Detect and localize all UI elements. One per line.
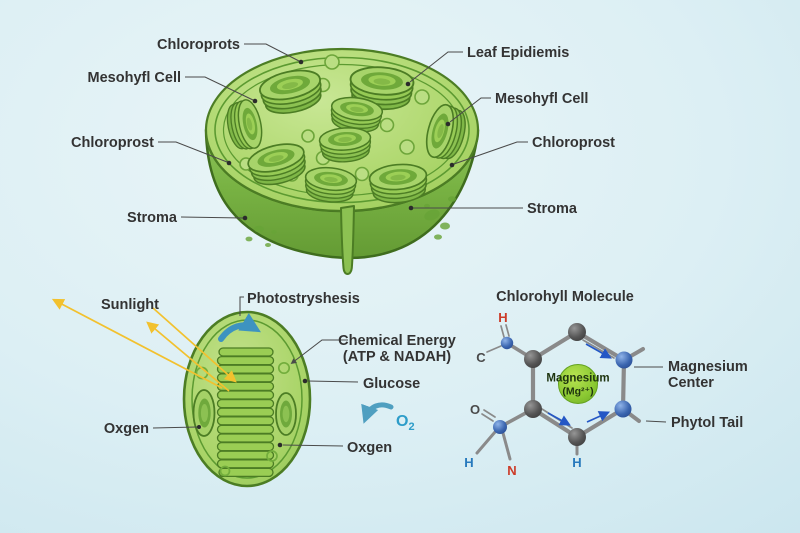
- cell-membrane-ring-outer: [214, 56, 470, 204]
- cell-drip-tail: [340, 205, 355, 275]
- leader-mesohyfl-left: [185, 76, 254, 101]
- label-mesohyfl-cell-right: Mesohyfl Cell: [495, 91, 588, 107]
- label-chemical-energy-line1: Chemical Energy: [338, 333, 456, 349]
- leader-chemical-energy: [290, 339, 348, 365]
- carbon-atom: [524, 400, 542, 418]
- label-oxgen-right: Oxgen: [347, 440, 392, 456]
- nitrogen-atom: [493, 420, 507, 434]
- carbon-atom: [568, 323, 586, 341]
- sunlight-ray-icon: [146, 321, 230, 392]
- thylakoid-stack: [216, 347, 275, 478]
- stroma-spots: [239, 196, 456, 247]
- leader-glucose: [307, 380, 359, 383]
- o2-release-arrow-icon: [361, 402, 394, 424]
- resonance-arrow-icon: [585, 343, 612, 359]
- label-glucose: Glucose: [363, 376, 420, 392]
- leader-oxgen-left: [152, 426, 198, 429]
- cell-illustration: [204, 47, 480, 275]
- label-chloroprost-right: Chloroprost: [532, 135, 615, 151]
- atom-label-c-left: C: [476, 350, 486, 365]
- carbon-atom: [568, 428, 586, 446]
- resonance-arrow-icon: [586, 411, 611, 423]
- leader-mesohyfl-right: [449, 97, 491, 123]
- nitrogen-atom: [500, 336, 514, 350]
- label-stroma-right: Stroma: [527, 201, 578, 217]
- label-photostryshesis: Photostryshesis: [247, 291, 360, 307]
- label-stroma-left: Stroma: [127, 210, 178, 226]
- leader-oxgen-right: [282, 444, 344, 447]
- chloroplast-illustration: [182, 310, 312, 488]
- label-oxgen-left: Oxgen: [104, 421, 149, 437]
- sunlight-ray-icon: [51, 298, 223, 389]
- molecule-leader-lines: [634, 366, 667, 423]
- flow-arrow-icon: [218, 312, 262, 342]
- photosynthesis-leader-lines: [152, 296, 359, 448]
- atom-label-o-left: O: [470, 402, 480, 417]
- leader-photostryshesis: [239, 296, 244, 316]
- sunlight-rays: [51, 298, 237, 392]
- molecule-diagram: Chlorohyll Molecule: [464, 289, 747, 478]
- molecule-atoms: [493, 323, 633, 446]
- cell-leader-lines: [158, 43, 528, 221]
- resonance-arrows: [547, 343, 612, 426]
- label-phytol-tail: Phytol Tail: [671, 415, 743, 431]
- atom-label-n-bottom: N: [507, 463, 516, 478]
- label-magnesium-center-line1: Magnesium: [668, 359, 748, 375]
- leader-chloroprots: [244, 43, 300, 62]
- magnesium-center: Magnesium (Mg²⁺): [546, 364, 610, 404]
- atom-label-h-bottom-center: H: [572, 455, 581, 470]
- atom-label-h-bottom-left: H: [464, 455, 473, 470]
- label-leaf-epidiemis: Leaf Epidiemis: [467, 45, 569, 61]
- molecule-title: Chlorohyll Molecule: [496, 289, 634, 305]
- label-mesohyfl-cell-left: Mesohyfl Cell: [88, 70, 181, 86]
- leader-chloroprost-right: [453, 141, 528, 165]
- nitrogen-atom: [615, 351, 633, 369]
- resonance-arrow-icon: [547, 412, 571, 426]
- photosynthesis-diagram: Sunlight Photostryshesis Chemical Energy…: [51, 291, 456, 488]
- leader-phytol-tail: [645, 420, 667, 423]
- sunlight-ray-icon: [152, 307, 237, 383]
- label-o2: O: [396, 413, 408, 430]
- label-chloroprost-left: Chloroprost: [71, 135, 154, 151]
- atom-label-h-top: H: [498, 310, 507, 325]
- label-magnesium-center-line2: Center: [668, 375, 714, 391]
- carbon-atom: [524, 350, 542, 368]
- granum-cross-section-left: [192, 389, 216, 437]
- magnesium-label-line2: (Mg²⁺): [562, 386, 593, 398]
- granum-cross-section-right: [275, 392, 297, 436]
- leader-stroma-left: [180, 216, 244, 219]
- label-chloroprots: Chloroprots: [157, 37, 240, 53]
- label-sunlight: Sunlight: [101, 297, 159, 313]
- magnesium-label-line1: Magnesium: [546, 373, 609, 385]
- leader-chloroprost-left: [158, 141, 228, 163]
- cell-diagram: Chloroprots Mesohyfl Cell Chloroprost St…: [71, 37, 615, 275]
- label-chemical-energy-line2: (ATP & NADAH): [343, 349, 451, 365]
- nitrogen-atom: [614, 400, 632, 418]
- leader-leaf-epidiemis: [409, 51, 463, 83]
- label-o2-subscript: 2: [409, 421, 415, 433]
